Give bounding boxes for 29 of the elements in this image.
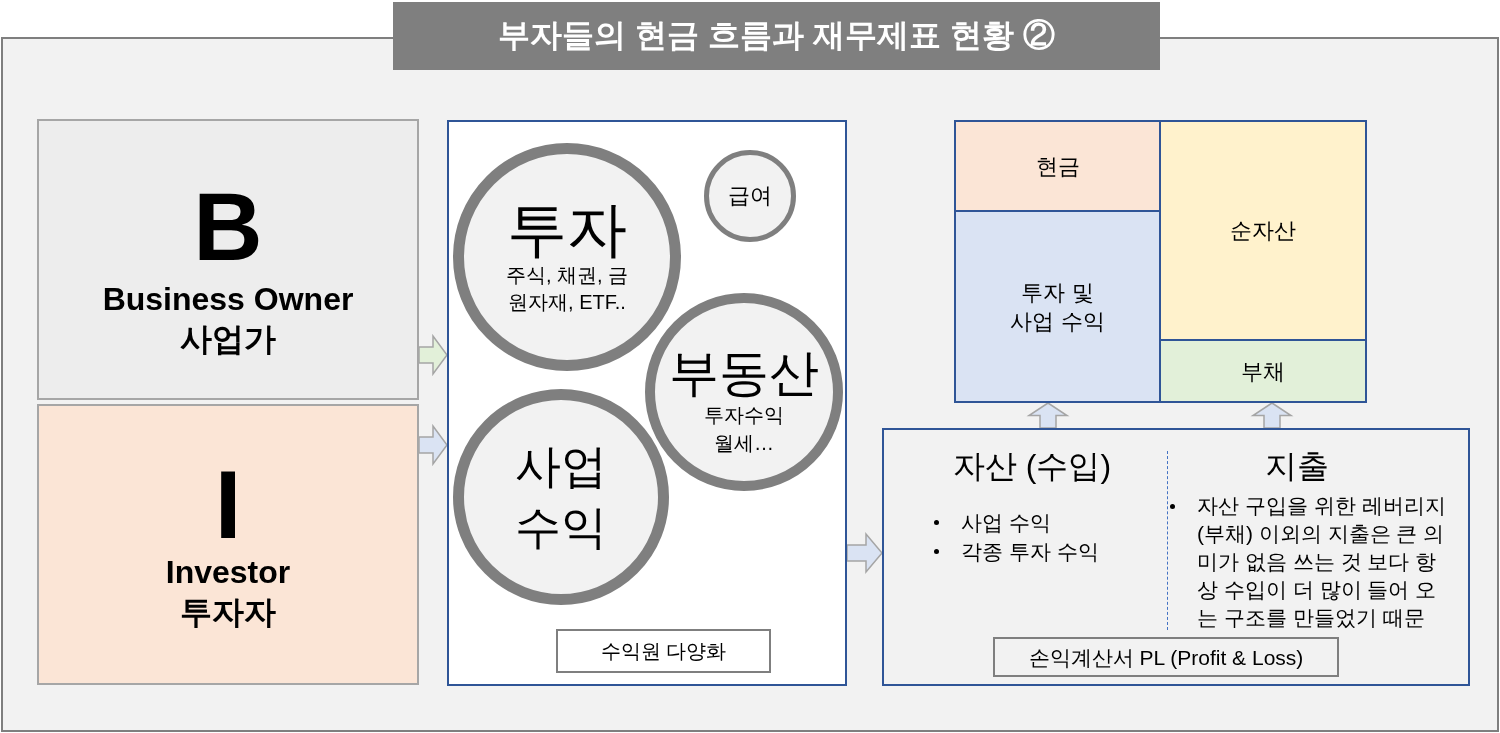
circle-title: 부동산 <box>669 345 819 401</box>
circle-subtitle: 투자수익 월세… <box>704 404 784 454</box>
list-item: 자산 구입을 위한 레버리지 (부채) 이외의 지출은 큰 의미가 없음 쓰는 것 보다 항상 수입이 더 많이 들어 오는 구조를 만들었기 때문 <box>1197 494 1446 629</box>
list-item: 각종 투자 수익 <box>961 540 1099 563</box>
block-arrow <box>418 333 448 377</box>
panel <box>447 120 847 686</box>
box-label: Business Owner 사업가 <box>102 281 354 357</box>
block-arrow <box>1250 402 1294 429</box>
label-box: 수익원 다양화 <box>556 629 771 673</box>
title-banner: 부자들의 현금 흐름과 재무제표 현황 ② <box>393 2 1160 70</box>
circle-label: 사업 수익 <box>515 440 607 553</box>
block-arrow <box>1026 402 1070 429</box>
table-cell: 순자산 <box>1159 120 1367 341</box>
column-heading: 지출 <box>1265 448 1329 484</box>
circle-title: 투자 <box>507 196 627 263</box>
block-arrow <box>846 531 883 575</box>
circle-subtitle: 주식, 채권, 금 원자재, ETF.. <box>505 264 629 313</box>
block-arrow <box>418 423 448 467</box>
category-box <box>37 404 419 685</box>
label-box: 손익계산서 PL (Profit & Loss) <box>993 637 1339 677</box>
table-cell: 부채 <box>1159 339 1367 403</box>
table-cell: 투자 및 사업 수익 <box>954 210 1161 403</box>
list-item: 사업 수익 <box>961 511 1051 534</box>
column-heading: 자산 (수입) <box>952 448 1112 484</box>
table-cell: 현금 <box>954 120 1161 212</box>
circle-label: 급여 <box>728 183 772 208</box>
category-box <box>37 119 419 400</box>
panel <box>882 428 1470 686</box>
big-letter: B <box>193 173 263 280</box>
